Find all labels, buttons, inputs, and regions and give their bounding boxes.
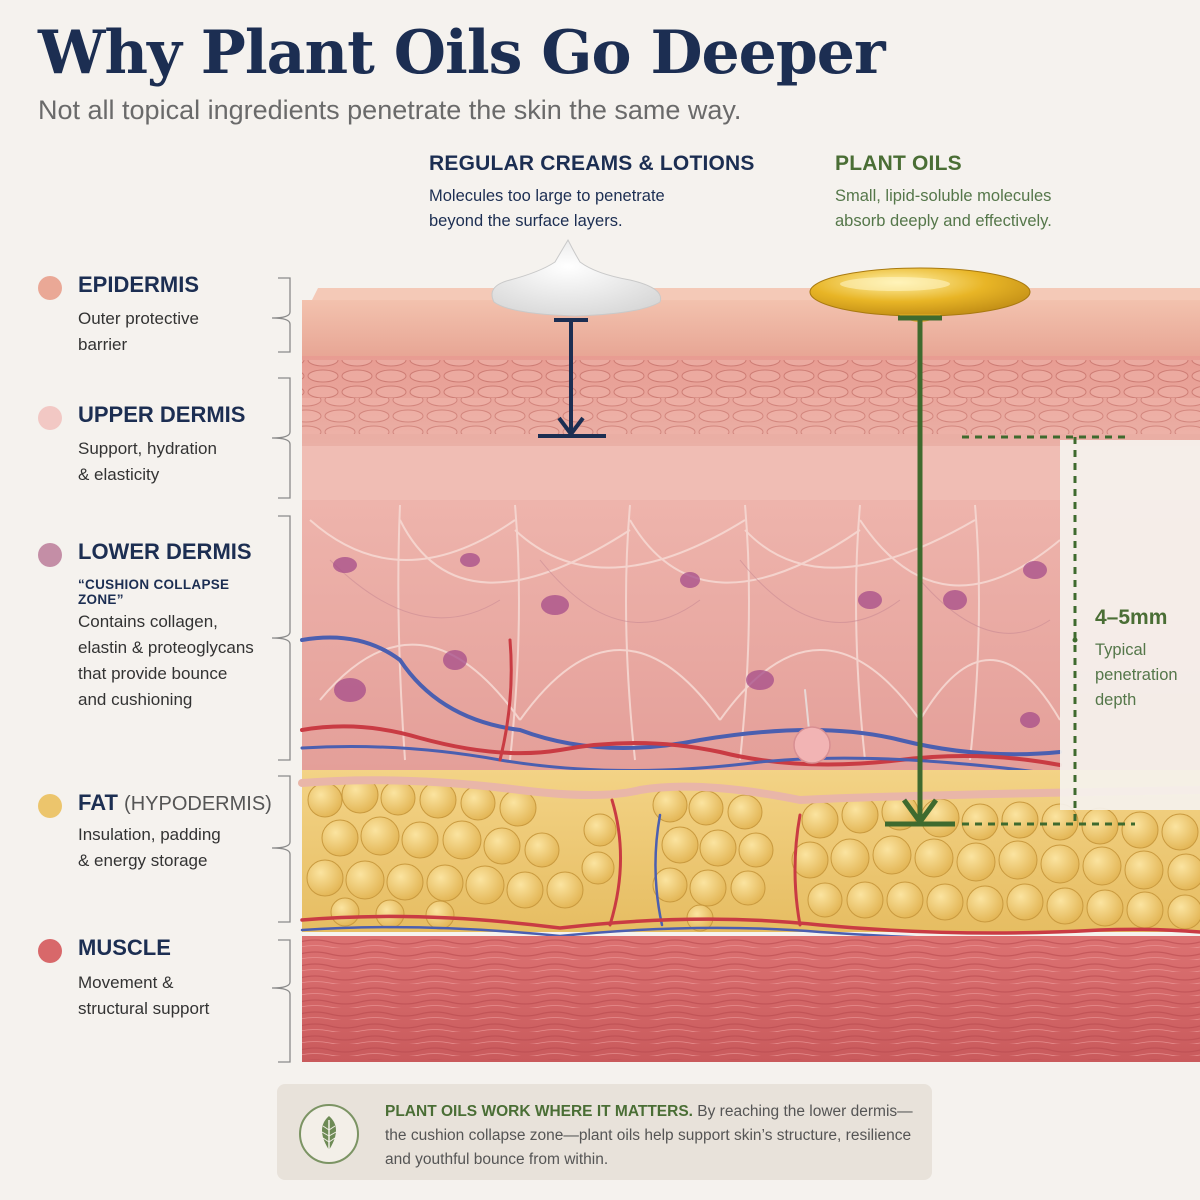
fat-description: Insulation, padding & energy storage xyxy=(78,822,278,874)
hair-follicle-bulb xyxy=(793,726,831,764)
epidermis-label: EPIDERMIS xyxy=(78,272,200,297)
regular-creams-description: Molecules too large to penetrate beyond … xyxy=(429,184,729,234)
muscle-desc-line: structural support xyxy=(78,999,210,1018)
muscle-color-dot xyxy=(38,939,62,963)
epidermis-color-dot xyxy=(38,276,62,300)
fat-globules xyxy=(306,776,1200,932)
penetration-depth-label: Typical penetration depth xyxy=(1095,638,1200,713)
plant-oil-penetration-arrow xyxy=(885,315,955,827)
upper-dermis-description: Support, hydration & elasticity xyxy=(78,436,278,488)
leaf-icon xyxy=(299,1104,359,1164)
lower-dermis-desc-line: Contains collagen, xyxy=(78,612,218,631)
muscle-fibers xyxy=(302,938,1200,1060)
plant-oils-desc-line: Small, lipid-soluble molecules xyxy=(835,187,1052,205)
lower-dermis-desc-line: that provide bounce xyxy=(78,664,228,683)
fat-label-main: FAT xyxy=(78,790,118,815)
lower-dermis-desc-line: and cushioning xyxy=(78,690,193,709)
callout-text: PLANT OILS WORK WHERE IT MATTERS. By rea… xyxy=(385,1100,915,1172)
plant-oils-desc-line: absorb deeply and effectively. xyxy=(835,212,1052,230)
depth-label-line: depth xyxy=(1095,691,1137,709)
page-title: Why Plant Oils Go Deeper xyxy=(38,18,886,88)
callout-body: By reaching the lower dermis—the cushion… xyxy=(385,1103,913,1168)
upper-dermis-color-dot xyxy=(38,406,62,430)
plant-oil-drop xyxy=(809,267,1031,317)
penetration-depth-value: 4–5mm xyxy=(1095,606,1168,629)
lower-dermis-label: LOWER DERMIS xyxy=(78,539,252,564)
depth-label-line: penetration xyxy=(1095,666,1178,684)
callout-box: PLANT OILS WORK WHERE IT MATTERS. By rea… xyxy=(277,1084,932,1180)
proteoglycan-clusters xyxy=(333,553,1047,728)
lower-dermis-layer xyxy=(302,500,1200,770)
fat-desc-line: Insulation, padding xyxy=(78,825,221,844)
upper-dermis-desc-line: Support, hydration xyxy=(78,439,217,458)
cushion-collapse-zone-tag: “CUSHION COLLAPSE ZONE” xyxy=(78,577,230,607)
muscle-label: MUSCLE xyxy=(78,935,171,960)
upper-dermis-desc-line: & elasticity xyxy=(78,465,160,484)
upper-dermis-cells xyxy=(302,360,1200,398)
fat-label-extra: (HYPODERMIS) xyxy=(124,793,272,815)
plant-oils-heading: PLANT OILS xyxy=(835,152,962,175)
lower-dermis-desc-line: elastin & proteoglycans xyxy=(78,638,254,657)
upper-dermis-cells xyxy=(302,398,1200,434)
fat-desc-line: & energy storage xyxy=(78,851,208,870)
muscle-description: Movement & structural support xyxy=(78,970,278,1022)
plant-oils-description: Small, lipid-soluble molecules absorb de… xyxy=(835,184,1135,234)
cream-dollop xyxy=(491,238,662,317)
layer-brackets xyxy=(271,277,291,1063)
epidermis-description: Outer protective barrier xyxy=(78,306,278,358)
upper-dermis-label: UPPER DERMIS xyxy=(78,402,246,427)
lower-dermis-description: Contains collagen, elastin & proteoglyca… xyxy=(78,609,278,713)
depth-bracket xyxy=(962,435,1135,826)
regular-creams-desc-line: beyond the surface layers. xyxy=(429,212,623,230)
cream-penetration-arrow xyxy=(538,318,606,438)
lower-dermis-color-dot xyxy=(38,543,62,567)
fat-color-dot xyxy=(38,794,62,818)
page-subtitle: Not all topical ingredients penetrate th… xyxy=(38,95,742,125)
epidermis-desc-line: barrier xyxy=(78,335,128,354)
muscle-desc-line: Movement & xyxy=(78,973,174,992)
callout-lead: PLANT OILS WORK WHERE IT MATTERS. xyxy=(385,1103,693,1120)
regular-creams-heading: REGULAR CREAMS & LOTIONS xyxy=(429,152,755,175)
dermis-transition xyxy=(302,446,1200,502)
epidermis-desc-line: Outer protective xyxy=(78,309,199,328)
regular-creams-desc-line: Molecules too large to penetrate xyxy=(429,187,665,205)
depth-panel xyxy=(1060,440,1200,810)
fat-label: FAT (HYPODERMIS) xyxy=(78,790,272,816)
epidermis-layer xyxy=(302,300,1200,358)
depth-label-line: Typical xyxy=(1095,641,1147,659)
